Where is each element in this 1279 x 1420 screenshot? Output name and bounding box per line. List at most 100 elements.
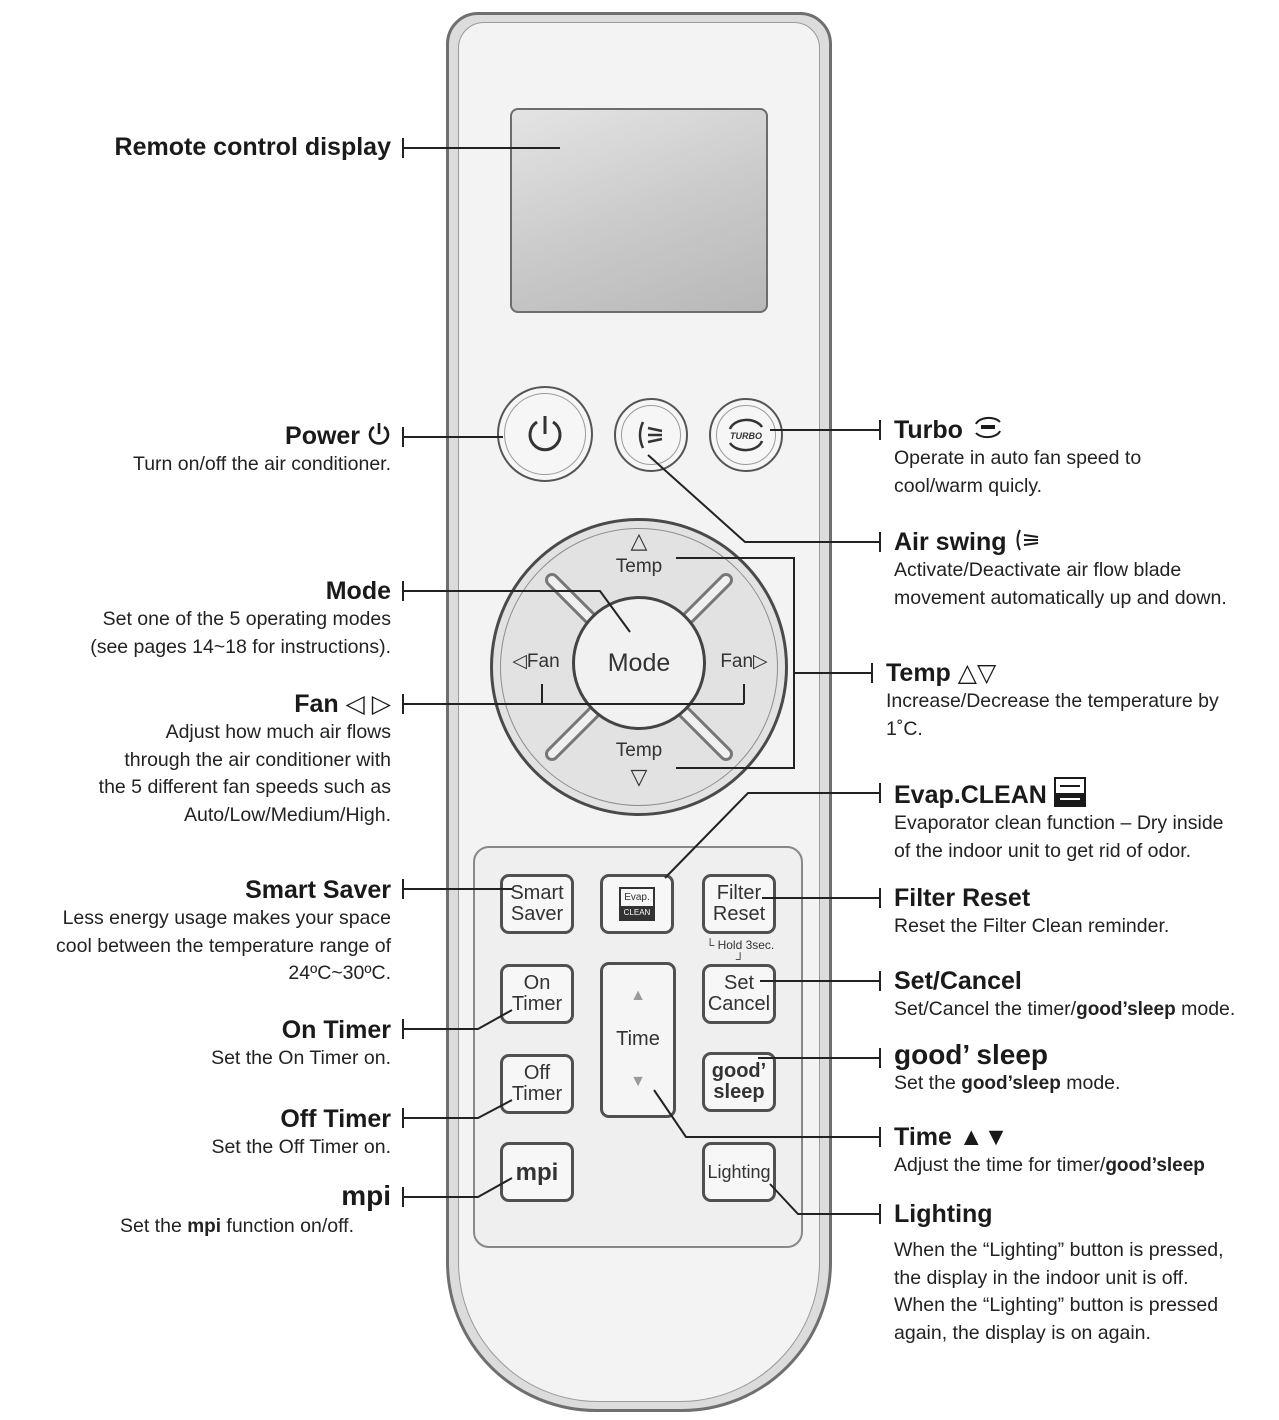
power-icon: [368, 423, 390, 445]
callout-fan-desc-1: Adjust how much air flows: [165, 721, 391, 743]
callout-air-swing: Air swing Activate/Deactivate air flow b…: [894, 527, 1279, 612]
fan-right-button[interactable]: Fan▷: [720, 651, 768, 672]
time-down-arrow-icon[interactable]: ▼: [630, 1073, 646, 1090]
callout-set-cancel-desc-before: Set/Cancel the timer/: [894, 998, 1077, 1020]
callout-smart-saver-desc-3: 24ºC~30ºC.: [288, 962, 391, 984]
callout-turbo-title-row: Turbo: [894, 414, 1274, 445]
good-sleep-button[interactable]: good’ sleep: [702, 1052, 776, 1112]
callout-mode-desc-1: Set one of the 5 operating modes: [102, 608, 391, 630]
callout-filter-reset-desc: Reset the Filter Clean reminder.: [894, 915, 1170, 937]
smart-saver-line-1: Smart: [510, 882, 564, 904]
callout-air-swing-title: Air swing: [894, 528, 1007, 556]
callout-fan-title: Fan ◁ ▷: [294, 690, 391, 718]
callout-mpi-title: mpi: [341, 1180, 391, 1211]
hold-note: └ Hold 3sec. ┘: [705, 938, 775, 966]
smart-saver-button[interactable]: Smart Saver: [500, 874, 574, 934]
off-timer-line-2: Timer: [511, 1083, 563, 1105]
filter-reset-line-1: Filter: [716, 882, 762, 904]
callout-mpi-desc: Set the mpi function on/off.: [120, 1213, 420, 1241]
mode-button[interactable]: Mode: [572, 596, 706, 730]
callout-lighting: Lighting When the “Lighting” button is p…: [894, 1199, 1279, 1347]
callout-fan-desc-3: the 5 different fan speeds such as: [98, 776, 391, 798]
callout-air-swing-desc-1: Activate/Deactivate air flow blade: [894, 559, 1182, 581]
mpi-button[interactable]: mpi: [500, 1142, 574, 1202]
set-cancel-button[interactable]: Set Cancel: [702, 964, 776, 1024]
callout-filter-reset: Filter Reset Reset the Filter Clean remi…: [894, 883, 1274, 941]
callout-evap-clean-desc-2: of the indoor unit to get rid of odor.: [894, 839, 1192, 862]
callout-air-swing-title-row: Air swing: [894, 527, 1279, 557]
callout-air-swing-desc-2: movement automatically up and down.: [894, 586, 1227, 609]
temp-down-label: Temp: [615, 740, 663, 761]
temp-down-arrow[interactable]: ▽: [630, 764, 648, 789]
on-timer-button[interactable]: On Timer: [500, 964, 574, 1024]
callout-lighting-desc-4: again, the display is on again.: [894, 1321, 1151, 1344]
callout-power: Power Turn on/off the air conditioner.: [31, 421, 391, 479]
mode-button-label: Mode: [607, 648, 671, 677]
callout-on-timer-title: On Timer: [281, 1016, 391, 1044]
time-button-label: Time: [616, 1027, 660, 1050]
time-button[interactable]: ▲ Time ▼: [600, 962, 676, 1118]
callout-set-cancel: Set/Cancel Set/Cancel the timer/good’sle…: [894, 966, 1274, 1024]
off-timer-line-1: Off: [523, 1062, 551, 1084]
callout-time: Time ▲▼ Adjust the time for timer/good’s…: [894, 1122, 1274, 1180]
turbo-button[interactable]: TURBO: [709, 398, 783, 472]
callout-smart-saver-desc-2: cool between the temperature range of: [56, 934, 391, 957]
callout-smart-saver: Smart Saver Less energy usage makes your…: [1, 875, 391, 988]
evap-clean-button[interactable]: Evap. CLEAN: [600, 874, 674, 934]
off-timer-button[interactable]: Off Timer: [500, 1054, 574, 1114]
callout-off-timer-title: Off Timer: [280, 1105, 391, 1133]
callout-lighting-title: Lighting: [894, 1200, 993, 1228]
callout-power-title: Power: [285, 422, 361, 450]
callout-set-cancel-desc: Set/Cancel the timer/good’sleep mode.: [894, 996, 1274, 1024]
power-button[interactable]: [497, 386, 593, 482]
callout-fan-desc-4: Auto/Low/Medium/High.: [183, 803, 391, 826]
callout-lighting-desc-3: When the “Lighting” button is pressed: [894, 1294, 1219, 1316]
filter-reset-button[interactable]: Filter Reset: [702, 874, 776, 934]
callout-mode-title: Mode: [325, 577, 391, 605]
callout-smart-saver-title: Smart Saver: [245, 876, 391, 904]
air-swing-button[interactable]: [614, 398, 688, 472]
air-swing-icon: [638, 421, 663, 449]
callout-mpi-desc-before: Set the: [120, 1215, 188, 1237]
evap-icon-bottom-text: CLEAN: [621, 906, 653, 919]
callout-display-title: Remote control display: [114, 133, 391, 161]
callout-mpi: mpi: [31, 1181, 391, 1211]
callout-display: Remote control display: [31, 132, 391, 162]
callout-mode-desc-2: (see pages 14~18 for instructions).: [90, 635, 391, 658]
callout-evap-clean-title-row: Evap.CLEAN: [894, 777, 1279, 810]
callout-fan-desc-2: through the air conditioner with: [124, 748, 391, 771]
callout-mode: Mode Set one of the 5 operating modes (s…: [11, 576, 391, 661]
fan-left-button[interactable]: ◁Fan: [512, 651, 560, 672]
callout-turbo: Turbo Operate in auto fan speed to cool/…: [894, 414, 1274, 500]
turbo-badge: TURBO: [730, 431, 762, 441]
callout-good-sleep-desc-before: Set the: [894, 1072, 962, 1094]
air-swing-icon: [1016, 529, 1039, 551]
callout-smart-saver-desc-1: Less energy usage makes your space: [62, 907, 391, 929]
callout-set-cancel-title: Set/Cancel: [894, 967, 1022, 995]
mpi-button-label: mpi: [515, 1158, 559, 1186]
smart-saver-line-2: Saver: [510, 903, 564, 925]
temp-up-arrow[interactable]: △: [630, 528, 648, 553]
callout-power-desc: Turn on/off the air conditioner.: [133, 453, 391, 475]
turbo-icon: [974, 416, 1001, 439]
callout-good-sleep-title: good’ sleep: [894, 1039, 1049, 1070]
power-icon: [528, 416, 562, 452]
callout-filter-reset-title: Filter Reset: [894, 884, 1031, 912]
on-timer-line-2: Timer: [511, 993, 563, 1015]
callout-lighting-desc-2: the display in the indoor unit is off.: [894, 1266, 1189, 1289]
callout-time-desc-mark: good’sleep: [1105, 1155, 1205, 1176]
evap-clean-icon: [1053, 777, 1086, 807]
callout-good-sleep-desc: Set the good’sleep mode.: [894, 1070, 1274, 1098]
callout-fan: Fan ◁ ▷ Adjust how much air flows throug…: [11, 689, 391, 829]
callout-good-sleep: good’ sleep Set the good’sleep mode.: [894, 1040, 1274, 1098]
evap-clean-icon: Evap. CLEAN: [619, 887, 655, 921]
time-up-arrow-icon[interactable]: ▲: [630, 987, 646, 1004]
temp-up-label: Temp: [615, 556, 663, 577]
callout-off-timer-desc: Set the Off Timer on.: [211, 1136, 391, 1158]
lighting-button[interactable]: Lighting: [702, 1142, 776, 1202]
callout-evap-clean: Evap.CLEAN Evaporator clean function – D…: [894, 777, 1279, 865]
callout-temp-desc-2: 1˚C.: [886, 717, 923, 740]
turbo-icon: TURBO: [728, 418, 764, 452]
callout-time-title: Time ▲▼: [894, 1123, 1009, 1151]
evap-icon-top-text: Evap.: [624, 892, 650, 903]
